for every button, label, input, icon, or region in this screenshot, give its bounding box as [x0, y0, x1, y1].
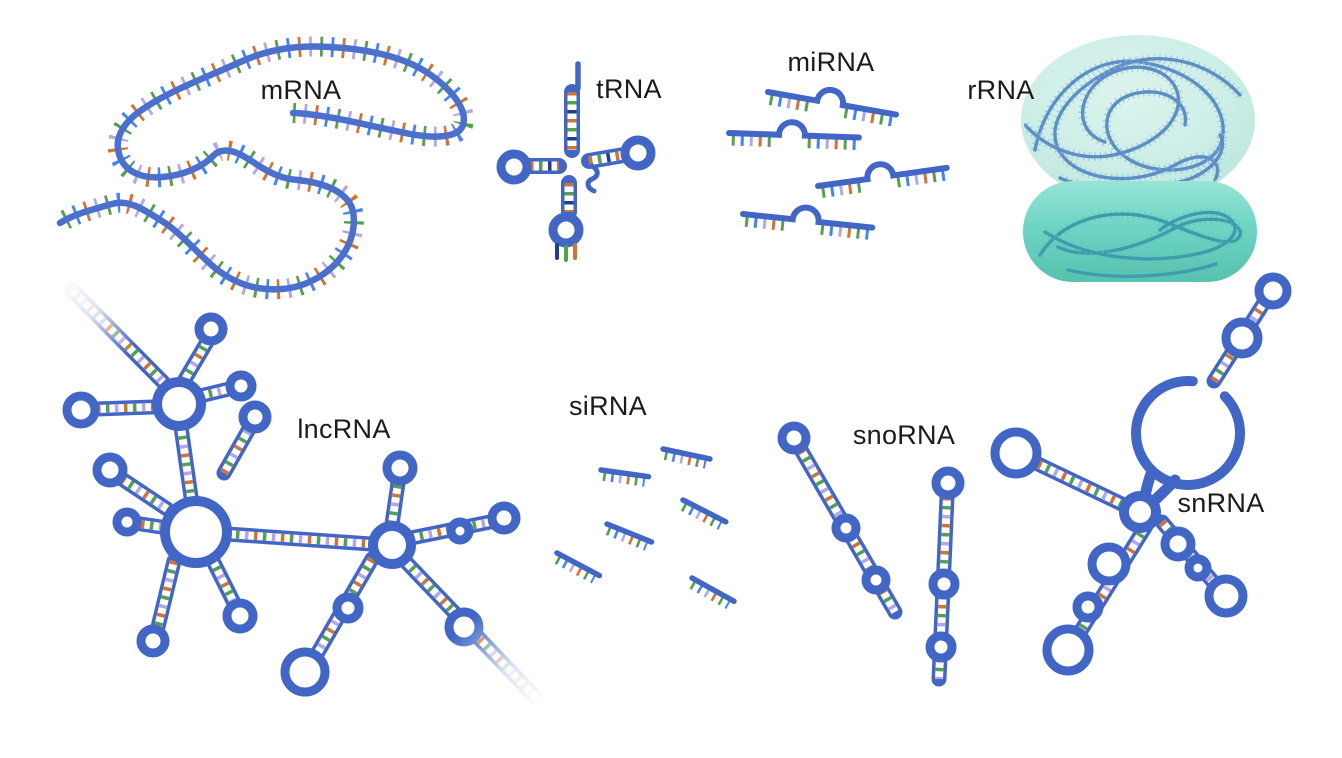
internal-bulge: [446, 517, 474, 545]
mirna-molecules: miRNA: [729, 47, 948, 235]
terminal-loop: [112, 507, 142, 537]
internal-bulge: [928, 568, 960, 600]
internal-bulge: [925, 631, 957, 663]
snorna-molecules: snoRNA: [777, 420, 965, 687]
internal-bulge: [861, 565, 891, 595]
terminal-loop: [990, 427, 1042, 479]
terminal-loop: [225, 370, 257, 402]
terminal-loop: [382, 450, 418, 486]
sirna-molecules: siRNA: [554, 391, 734, 607]
terminal-loop: [1042, 624, 1094, 676]
terminal-loop: [777, 421, 811, 455]
internal-bulge: [1087, 542, 1131, 586]
snorna-label: snoRNA: [853, 420, 955, 450]
rrna-label: rRNA: [967, 75, 1034, 105]
sirna-fragment: [662, 449, 710, 465]
mrna-molecule: mRNA: [54, 36, 474, 300]
trna-label: tRNA: [596, 74, 662, 104]
mrna-label: mRNA: [261, 75, 342, 105]
open-loop-ring: [1131, 376, 1245, 490]
internal-bulge: [1160, 526, 1196, 562]
terminal-loop: [194, 312, 228, 346]
mirna-fragment: [767, 79, 898, 121]
terminal-loop: [62, 391, 100, 429]
trna-variable-loop: [585, 163, 600, 194]
terminal-loop: [931, 466, 965, 500]
snrna-label: snRNA: [1177, 488, 1264, 518]
trna-d-loop: [496, 149, 532, 185]
terminal-loop: [222, 598, 258, 634]
sirna-fragment: [600, 470, 648, 483]
strand-fade: [448, 606, 570, 728]
terminal-loop: [487, 501, 521, 535]
terminal-loop: [92, 452, 128, 488]
junction-loop: [152, 377, 206, 431]
lncrna-label: lncRNA: [297, 414, 390, 444]
rrna-strands-small: [1036, 208, 1245, 280]
trna-anticodon-loop: [548, 212, 584, 248]
terminal-loop: [1204, 574, 1248, 618]
mirna-label: miRNA: [788, 47, 875, 77]
mirna-fragment: [729, 120, 860, 145]
terminal-loop: [280, 647, 330, 697]
trna-t-loop: [620, 135, 656, 171]
sirna-fragment: [689, 578, 734, 607]
lncrna-molecule: lncRNA: [40, 262, 570, 728]
internal-bulge: [332, 592, 364, 624]
mirna-fragment: [816, 155, 948, 193]
strand-fade: [40, 262, 150, 372]
junction-loop: [160, 496, 232, 568]
sirna-fragment: [605, 524, 652, 548]
terminal-loop: [1254, 272, 1292, 310]
terminal-loop: [238, 400, 272, 434]
mirna-fragment: [742, 201, 873, 234]
rrna-ribosome: rRNA: [967, 35, 1257, 282]
internal-bulge: [1184, 554, 1212, 582]
junction-loop: [368, 521, 416, 569]
junction-loop: [1119, 491, 1161, 533]
snrna-molecule: snRNA: [990, 272, 1292, 676]
sirna-label: siRNA: [569, 391, 647, 421]
sirna-fragment: [554, 553, 599, 581]
trna-molecule: tRNA: [496, 61, 662, 262]
internal-bulge: [1072, 591, 1104, 623]
internal-bulge: [1221, 317, 1263, 359]
terminal-loop: [136, 624, 170, 658]
sirna-fragment: [680, 500, 725, 527]
internal-bulge: [831, 513, 861, 543]
